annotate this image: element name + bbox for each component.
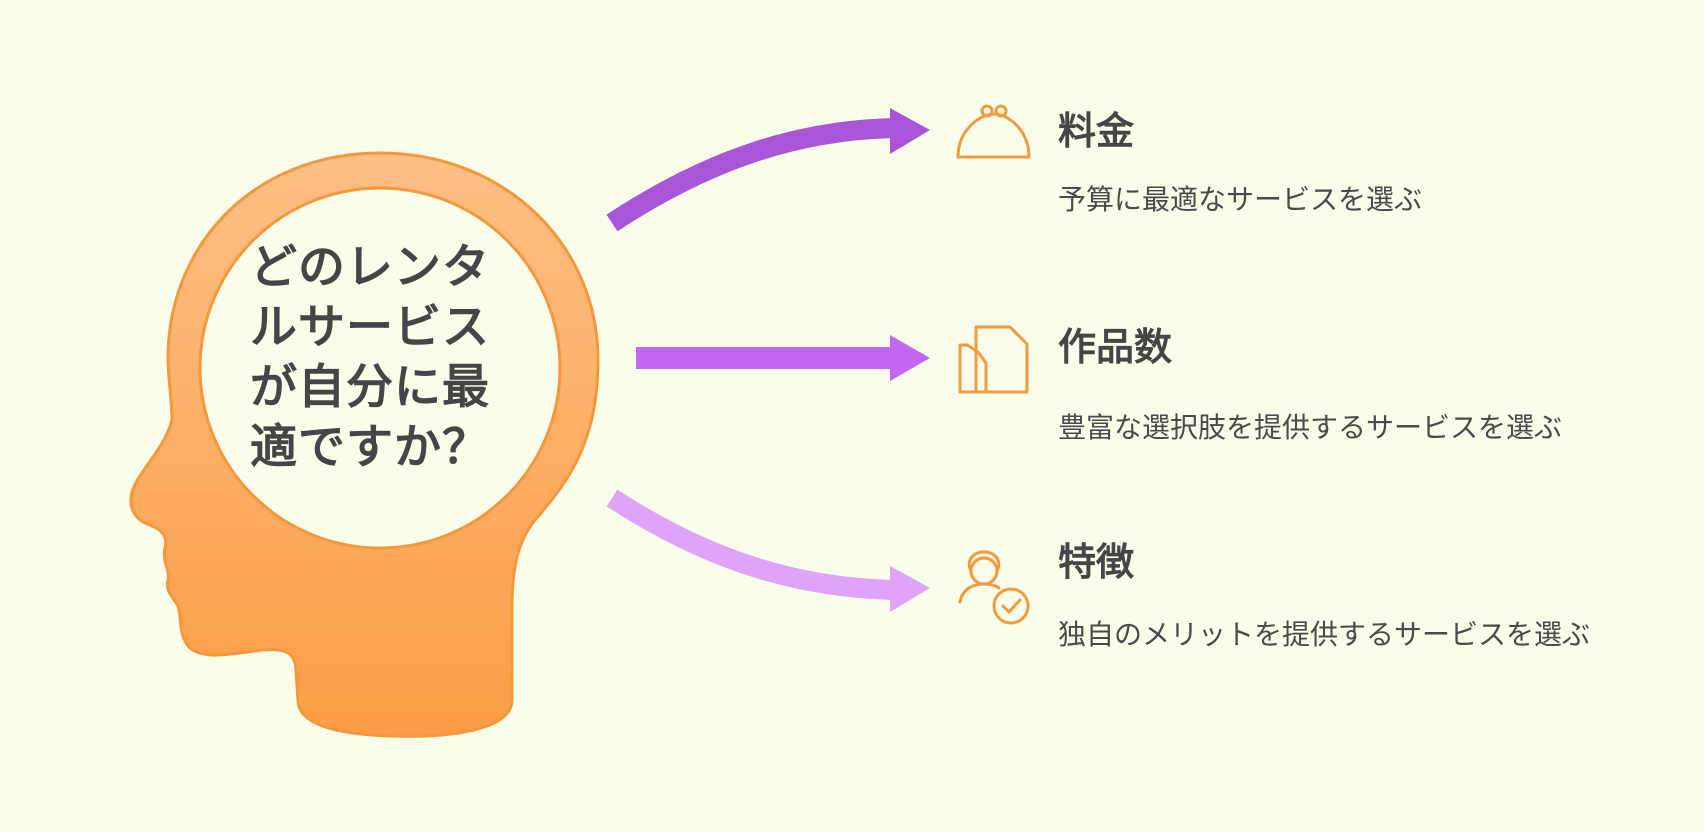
central-question-line: ルサービス <box>250 300 490 355</box>
documents-icon <box>958 325 1029 394</box>
coin-purse-icon <box>956 104 1031 159</box>
head-circle <box>198 186 562 550</box>
item-price: 料金 予算に最適なサービスを選ぶ <box>1058 106 1678 216</box>
item-description: 豊富な選択肢を提供するサービスを選ぶ <box>1058 411 1563 444</box>
arrow-works-head <box>890 335 930 381</box>
arrow-price <box>606 118 896 232</box>
central-question-line: が自分に最 <box>250 360 490 415</box>
item-description: 独自のメリットを提供するサービスを選ぶ <box>1058 618 1591 651</box>
arrow-price-head <box>890 108 930 154</box>
item-title: 特徴 <box>1058 540 1135 584</box>
item-features: 特徴 独自のメリットを提供するサービスを選ぶ <box>1058 537 1678 651</box>
central-question-line: 適ですか？ <box>250 420 490 475</box>
user-check-icon <box>958 550 1030 625</box>
arrow-features-head <box>890 566 930 612</box>
item-description: 予算に最適なサービスを選ぶ <box>1058 183 1423 216</box>
central-question: どのレンタ ルサービス が自分に最 適ですか？ <box>250 238 520 478</box>
item-title: 作品数 <box>1058 325 1173 369</box>
item-works: 作品数 豊富な選択肢を提供するサービスを選ぶ <box>1058 322 1678 444</box>
item-title: 料金 <box>1058 109 1135 153</box>
central-question-line: どのレンタ <box>250 240 490 295</box>
arrow-features <box>606 489 896 600</box>
